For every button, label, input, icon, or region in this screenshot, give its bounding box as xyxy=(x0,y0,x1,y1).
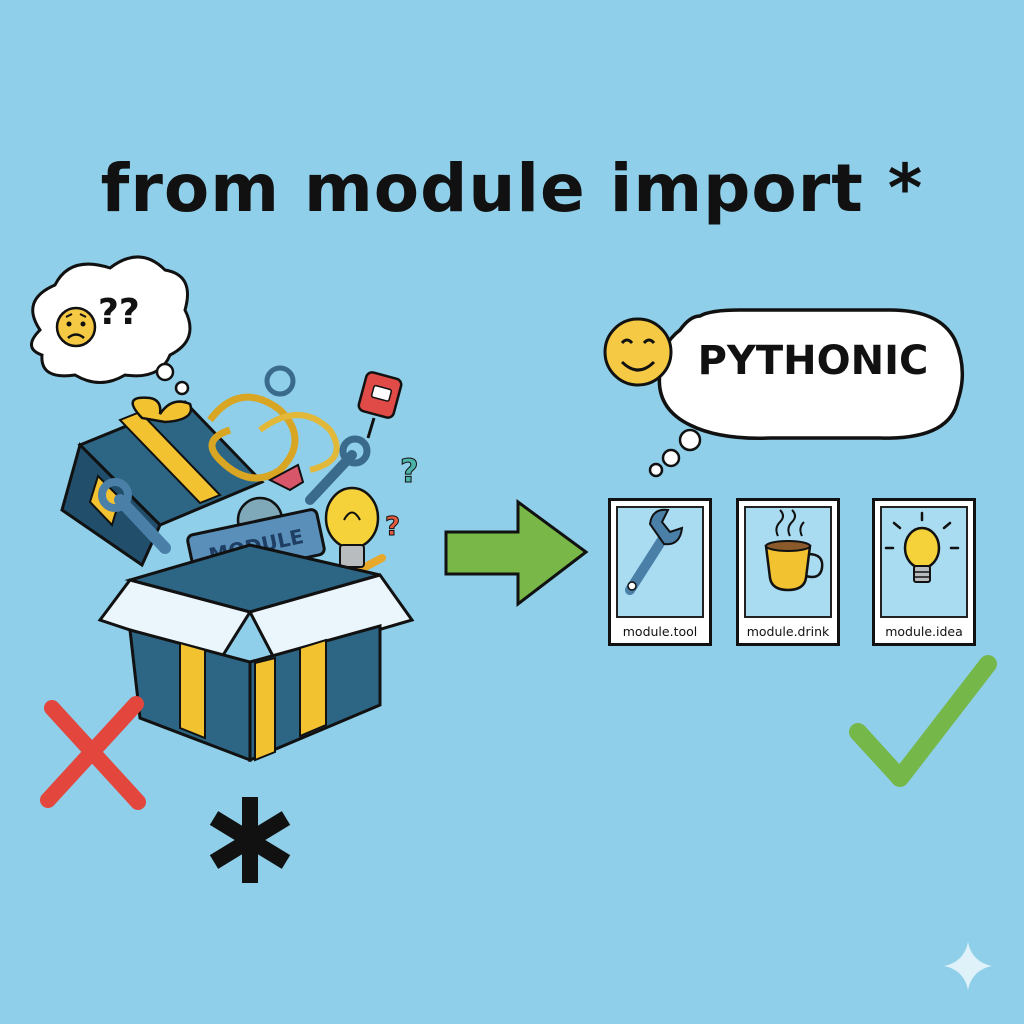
wrench-icon xyxy=(625,508,684,595)
messy-module-box: ? ? MODULE xyxy=(60,365,419,763)
page-title: from module import * xyxy=(100,150,924,227)
card-module-drink: module.drink xyxy=(736,498,840,646)
svg-text:?: ? xyxy=(385,512,400,542)
box-body xyxy=(97,543,415,763)
sparkle-icon xyxy=(944,942,992,990)
asterisk-icon xyxy=(209,797,291,883)
card-label: module.tool xyxy=(622,624,698,639)
bulb-in-box xyxy=(324,486,380,568)
confused-thought-text: ?? xyxy=(98,292,140,333)
card-label: module.idea xyxy=(885,624,963,639)
worried-face-icon xyxy=(55,306,97,348)
checkmark-icon xyxy=(849,655,997,787)
svg-text:?: ? xyxy=(400,452,419,490)
cross-icon xyxy=(40,696,146,810)
card-label: module.drink xyxy=(746,624,830,639)
confused-thought-bubble xyxy=(30,255,192,396)
arrow-icon xyxy=(444,499,589,608)
pythonic-bubble-text: PYTHONIC xyxy=(697,338,929,384)
lightbulb-icon xyxy=(884,511,960,583)
smiling-face-icon xyxy=(603,317,673,387)
coffee-cup-icon xyxy=(764,509,824,592)
